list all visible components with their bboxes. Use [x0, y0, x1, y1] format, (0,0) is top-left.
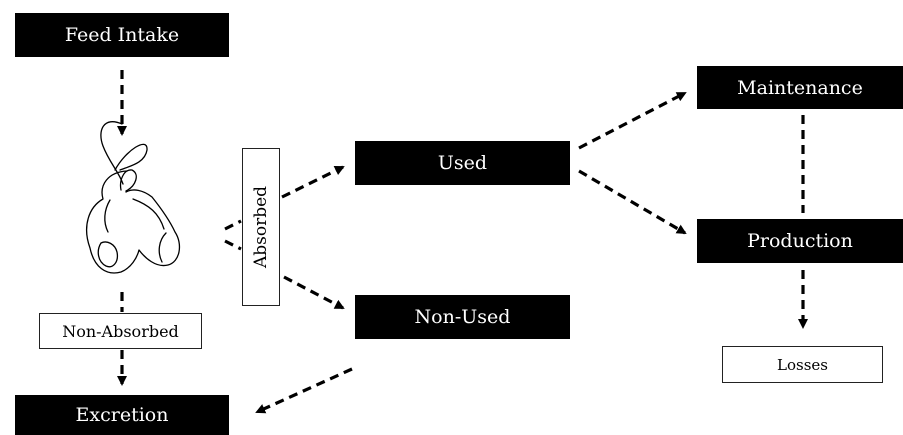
losses-label: Losses: [777, 355, 828, 374]
non-used-label: Non-Used: [414, 306, 511, 328]
maintenance-box: Maintenance: [697, 66, 903, 109]
used-box: Used: [355, 141, 570, 185]
excretion-box: Excretion: [15, 395, 229, 435]
non-used-box: Non-Used: [355, 295, 570, 339]
absorbed-label: Absorbed: [251, 185, 272, 269]
arrow-absorbed-to-used: [281, 165, 345, 199]
losses-box: Losses: [722, 346, 883, 383]
connector-animal-to-absorbed-lower: [224, 239, 242, 251]
excretion-label: Excretion: [75, 404, 169, 426]
maintenance-label: Maintenance: [737, 76, 863, 99]
absorbed-box: Absorbed: [242, 148, 280, 306]
non-absorbed-box: Non-Absorbed: [39, 313, 202, 349]
feed-intake-label: Feed Intake: [64, 24, 180, 46]
arrow-used-to-maintenance: [578, 91, 687, 150]
connector-animal-to-absorbed-upper: [224, 219, 242, 231]
used-label: Used: [437, 152, 488, 174]
arrow-used-to-production: [578, 169, 687, 235]
arrow-nonused-to-excretion: [255, 367, 353, 414]
production-box: Production: [697, 219, 903, 263]
rabbit-line-icon: [86, 121, 181, 274]
production-label: Production: [747, 230, 853, 252]
non-absorbed-label: Non-Absorbed: [62, 321, 179, 341]
feed-intake-box: Feed Intake: [15, 13, 229, 57]
arrow-absorbed-to-nonused: [283, 275, 345, 310]
